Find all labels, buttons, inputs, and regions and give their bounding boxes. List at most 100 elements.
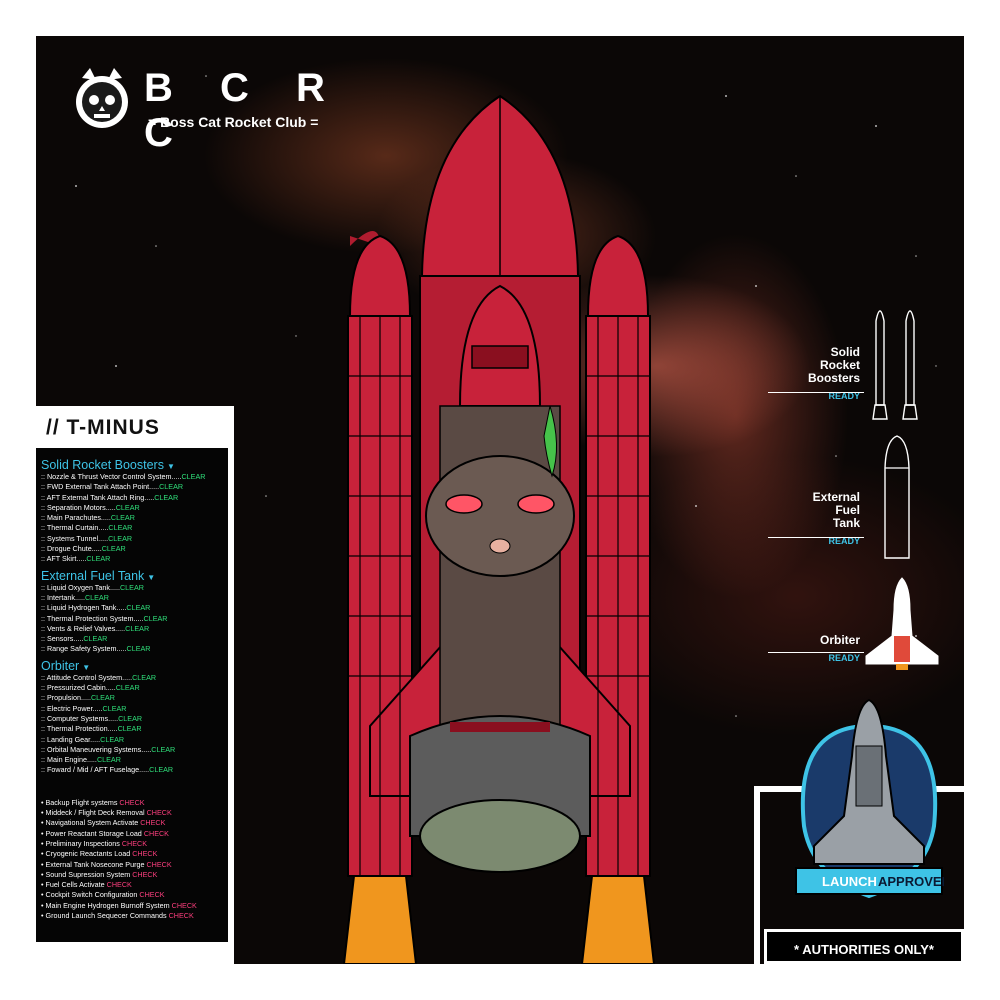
checklist-item-label: :: Computer Systems..... <box>41 713 119 723</box>
checklist-item-label: :: Foward / Mid / AFT Fuselage..... <box>41 765 150 775</box>
space-shuttle-illustration <box>342 94 656 964</box>
status-solid-rocket-boosters: Solid Rocket Boosters READY <box>768 346 864 401</box>
checklist-item-status: CLEAR <box>115 502 140 512</box>
checklist-item-status: CLEAR <box>132 672 157 682</box>
checklist-item-label: :: Main Engine..... <box>41 755 97 765</box>
status-external-fuel-tank: External Fuel Tank READY <box>768 491 864 546</box>
checklist-item-label: • Sound Supression System <box>41 869 131 879</box>
checklist-item-label: :: Nozzle & Thrust Vector Control System… <box>41 472 182 481</box>
checklist-item-status: CLEAR <box>119 582 144 592</box>
checklist-item-status: CHECK <box>121 838 147 848</box>
brand-title: B C R C <box>144 66 343 155</box>
checklist-item: :: Main Engine.....CLEAR <box>41 755 224 765</box>
checklist-item: :: Systems Tunnel.....CLEAR <box>41 534 224 544</box>
checklist-item: :: Liquid Oxygen Tank.....CLEAR <box>41 583 224 593</box>
checklist-item-status: CHECK <box>139 890 165 900</box>
checklist-item: :: Electric Power.....CLEAR <box>41 704 224 714</box>
checklist-item: :: Propulsion.....CLEAR <box>41 693 224 703</box>
backup-checks-list: • Backup Flight systems CHECK• Middeck /… <box>41 798 224 922</box>
status-ready: READY <box>828 391 860 401</box>
checklist-item-status: CLEAR <box>108 533 133 543</box>
checklist-item-status: CLEAR <box>110 513 135 523</box>
checklist-item-status: CLEAR <box>154 492 179 502</box>
checklist-item-status: CLEAR <box>96 755 121 765</box>
authorities-bar: * AUTHORITIES ONLY* <box>764 929 964 964</box>
checklist-item-label: :: Propulsion..... <box>41 693 91 703</box>
checklist-item-label: :: Range Safety System..... <box>41 644 127 654</box>
checklist-item: :: Thermal Protection.....CLEAR <box>41 724 224 734</box>
checklist-item-label: • Navigational System Activate <box>41 818 139 828</box>
section-heading-orbiter: Orbiter▼ <box>41 658 91 673</box>
checklist-item-label: :: AFT External Tank Attach Ring..... <box>41 492 155 502</box>
checklist-item-status: CHECK <box>168 910 194 920</box>
checklist-item-label: :: Sensors..... <box>41 634 84 644</box>
checklist-item-status: CLEAR <box>86 554 111 564</box>
status-ready: READY <box>828 653 860 663</box>
checklist-item-label: • Main Engine Hydrogen Burnoff System <box>41 900 170 910</box>
checklist-item-status: CLEAR <box>118 713 143 723</box>
checklist-item-status: CLEAR <box>149 765 174 775</box>
checklist-item-status: CHECK <box>132 849 158 859</box>
checklist-item-label: :: Landing Gear..... <box>41 734 101 744</box>
checklist-item-status: CLEAR <box>181 472 206 481</box>
checklist-item-label: :: Electric Power..... <box>41 703 103 713</box>
checklist-item-label: • Ground Launch Sequecer Commands <box>41 910 167 920</box>
external-tank-silhouette-icon <box>884 435 910 559</box>
checklist-item-status: CHECK <box>171 900 197 910</box>
checklist-item-status: CLEAR <box>90 693 115 703</box>
checklist-item: :: Vents & Relief Valves.....CLEAR <box>41 624 224 634</box>
ready-for-lift-off: READY FOR LIFT OFF. <box>64 956 208 964</box>
checklist-item-status: CHECK <box>119 797 145 807</box>
checklist-item: • Middeck / Flight Deck Removal CHECK <box>41 808 224 818</box>
checklist-item-label: :: Systems Tunnel..... <box>41 533 109 543</box>
checklist-item: • Fuel Cells Activate CHECK <box>41 880 224 890</box>
checklist-item: • Navigational System Activate CHECK <box>41 818 224 828</box>
checklist-item: • Power Reactant Storage Load CHECK <box>41 829 224 839</box>
booster-silhouette-icon <box>872 310 918 420</box>
checklist-item: :: Sensors.....CLEAR <box>41 634 224 644</box>
checklist-item: :: Liquid Hydrogen Tank.....CLEAR <box>41 603 224 613</box>
launch-approved-badge: LAUNCH APPROVED <box>795 698 944 899</box>
orbiter <box>369 284 631 873</box>
checklist-item: :: Thermal Curtain.....CLEAR <box>41 523 224 533</box>
section-heading-solid-rocket-boosters: Solid Rocket Boosters▼ <box>41 458 175 472</box>
checklist-item-status: CLEAR <box>159 482 184 492</box>
checklist-item-label: :: Main Parachutes..... <box>41 513 111 523</box>
checklist-item-label: :: Drogue Chute..... <box>41 544 102 554</box>
checklist-item: :: Pressurized Cabin.....CLEAR <box>41 683 224 693</box>
checklist-item-label: :: AFT Skirt..... <box>41 554 87 564</box>
poster-canvas: B C R C = Boss Cat Rocket Club = <box>36 36 964 964</box>
authorities-only-label: * AUTHORITIES ONLY* <box>764 929 964 964</box>
checklist-item: :: FWD External Tank Attach Point.....CL… <box>41 482 224 492</box>
section-items-orbiter: :: Attitude Control System.....CLEAR:: P… <box>41 673 224 776</box>
brand-subtitle: = Boss Cat Rocket Club = <box>148 114 319 130</box>
checklist-item-label: • Power Reactant Storage Load <box>41 828 142 838</box>
caret-down-icon: ▼ <box>166 462 175 471</box>
status-ready: READY <box>828 536 860 546</box>
status-orbiter: Orbiter READY <box>768 634 864 663</box>
checklist-item-status: CHECK <box>140 818 166 828</box>
checklist-item-status: CLEAR <box>117 724 142 734</box>
checklist-item-label: :: Orbital Maneuvering Systems..... <box>41 744 152 754</box>
checklist-item: • Sound Supression System CHECK <box>41 870 224 880</box>
checklist-item: :: Orbital Maneuvering Systems.....CLEAR <box>41 745 224 755</box>
badge-word-launch: LAUNCH <box>822 874 877 889</box>
checklist-item: :: Foward / Mid / AFT Fuselage.....CLEAR <box>41 765 224 775</box>
checklist-item-label: :: Vents & Relief Valves..... <box>41 623 126 633</box>
checklist-item-label: • Middeck / Flight Deck Removal <box>41 808 145 818</box>
checklist-item-label: • Backup Flight systems <box>41 797 118 807</box>
checklist-item: :: AFT External Tank Attach Ring.....CLE… <box>41 493 224 503</box>
checklist-item-label: :: Thermal Protection..... <box>41 724 118 734</box>
checklist-item: :: Attitude Control System.....CLEAR <box>41 673 224 683</box>
checklist-item: • Main Engine Hydrogen Burnoff System CH… <box>41 901 224 911</box>
checklist-item: • Cockpit Switch Configuration CHECK <box>41 890 224 900</box>
checklist-item-label: :: Liquid Hydrogen Tank..... <box>41 603 127 613</box>
checklist-item-label: • Cockpit Switch Configuration <box>41 890 138 900</box>
checklist-item: :: Range Safety System.....CLEAR <box>41 644 224 654</box>
badge-word-approved: APPROVED <box>878 874 944 889</box>
checklist-item-label: :: Thermal Curtain..... <box>41 523 109 533</box>
checklist-item-status: CHECK <box>143 828 169 838</box>
checklist-item-label: • Fuel Cells Activate <box>41 880 105 890</box>
checklist-item-status: CLEAR <box>143 613 168 623</box>
checklist-item: • Cryogenic Reactants Load CHECK <box>41 849 224 859</box>
